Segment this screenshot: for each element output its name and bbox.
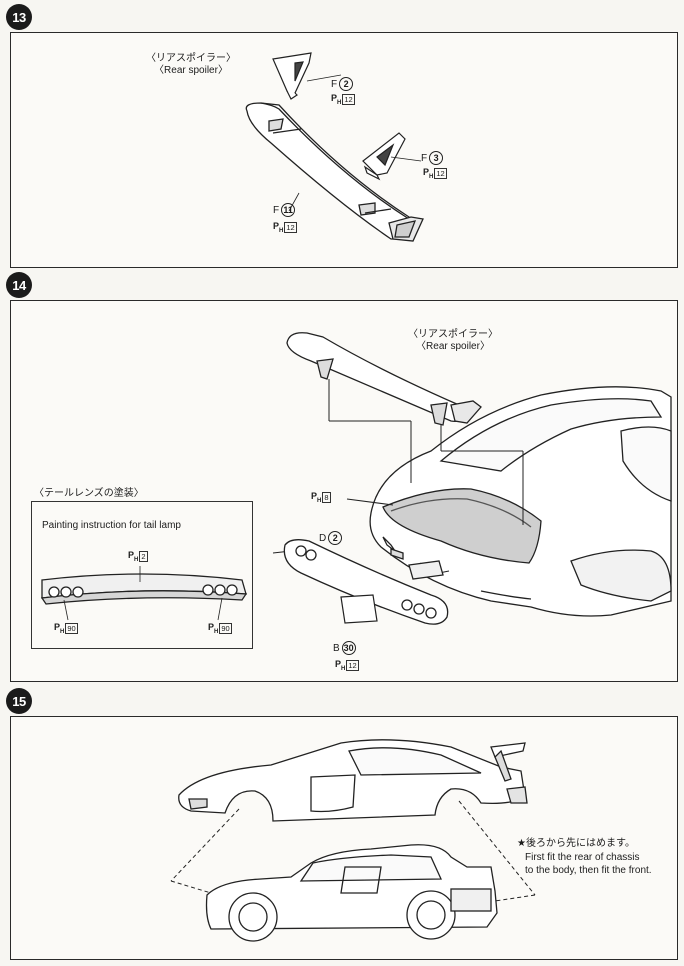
license-plate-part <box>340 594 378 624</box>
step-14-panel: 〈リアスポイラー〉 〈Rear spoiler〉 PH 8 D 2 B 30 P… <box>10 300 678 682</box>
assembly-note-en-2: to the body, then fit the front. <box>525 865 652 876</box>
paint-f11: PH 12 <box>273 221 297 234</box>
rear-spoiler-label-en: 〈Rear spoiler〉 <box>416 341 490 352</box>
paint-f2: PH 12 <box>331 93 355 106</box>
step-13-panel: 〈リアスポイラー〉 〈Rear spoiler〉 F 2 PH 12 F 3 P… <box>10 32 678 268</box>
rear-spoiler-assembled <box>286 332 482 426</box>
tail-lamp-label-jp: 〈テールレンズの塗装〉 <box>34 488 144 499</box>
car-body-shell <box>178 739 528 822</box>
assembly-note-en-1: First fit the rear of chassis <box>525 852 640 863</box>
part-f3: F 3 <box>421 151 444 165</box>
paint-body-rear: PH 8 <box>311 491 331 504</box>
car-body-rear <box>369 386 672 617</box>
step-14-badge: 14 <box>6 272 32 298</box>
paint-b30: PH 12 <box>335 659 359 672</box>
rear-assembly-drawing <box>272 332 672 625</box>
paint-f3: PH 12 <box>423 167 447 180</box>
step-15-badge: 15 <box>6 688 32 714</box>
body-chassis-assembly-drawing <box>170 739 536 942</box>
spoiler-upright-right <box>362 132 406 181</box>
paint-tail-body: PH 2 <box>128 550 148 563</box>
paint-tail-right: PH 90 <box>208 622 232 635</box>
step-number: 15 <box>12 693 26 709</box>
spoiler-wing <box>245 102 424 242</box>
step-number: 13 <box>12 9 26 25</box>
tail-lamp-label-en: Painting instruction for tail lamp <box>42 520 181 531</box>
rear-spoiler-label-en: 〈Rear spoiler〉 <box>154 65 228 76</box>
part-f11: F 11 <box>273 203 296 217</box>
spoiler-upright-left <box>272 52 312 100</box>
rear-spoiler-label-jp: 〈リアスポイラー〉 <box>146 53 236 64</box>
part-b30: B 30 <box>333 641 356 655</box>
chassis <box>205 844 498 942</box>
tail-lamp-detail <box>40 566 248 621</box>
step-15-panel: ★後ろから先にはめます。 First fit the rear of chass… <box>10 716 678 960</box>
tail-lamp-part <box>283 539 449 625</box>
tail-lamp-painting-inset: 〈テールレンズの塗装〉 Painting instruction for tai… <box>31 488 253 649</box>
paint-tail-left: PH 90 <box>54 622 78 635</box>
rear-spoiler-parts-drawing <box>245 52 424 242</box>
step-13-badge: 13 <box>6 4 32 30</box>
step-number: 14 <box>12 277 26 293</box>
rear-spoiler-label-jp: 〈リアスポイラー〉 <box>408 329 498 340</box>
assembly-note-jp: ★後ろから先にはめます。 <box>517 838 635 849</box>
part-d2: D 2 <box>319 531 343 545</box>
part-f2: F 2 <box>331 77 354 91</box>
